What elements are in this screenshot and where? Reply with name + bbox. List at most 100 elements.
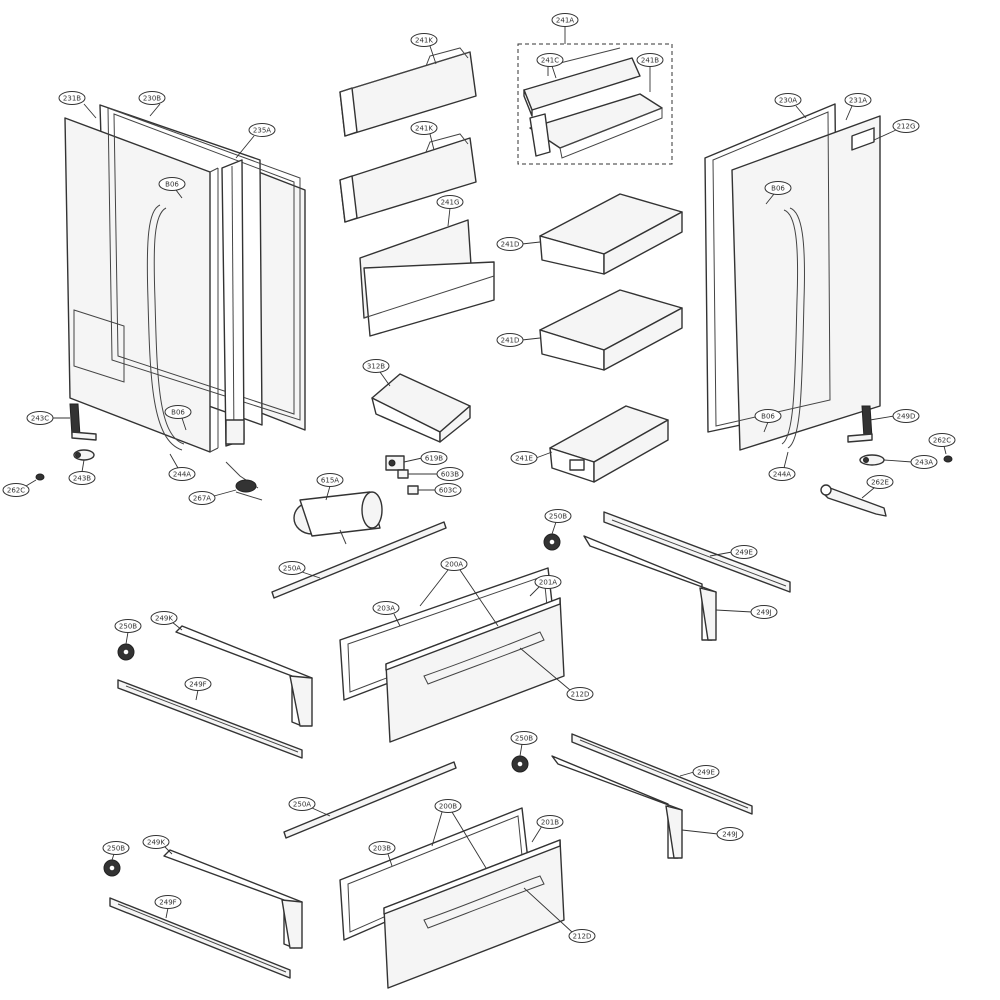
callout-label: 230B	[143, 95, 161, 103]
callout-c249E_a: 249E	[709, 545, 758, 559]
callout-c200A: 200A	[419, 557, 499, 627]
callout-c203B: 203B	[368, 841, 396, 867]
callout-label: 243C	[31, 415, 49, 423]
leader-line	[873, 129, 897, 141]
leader-line	[165, 907, 169, 919]
callout-oval	[420, 451, 448, 465]
bracket-249J-upper	[583, 535, 717, 641]
callout-c603C: 603C	[418, 483, 462, 497]
leader-line	[763, 421, 769, 433]
callout-oval	[568, 929, 596, 943]
callout-c615A: 615A	[316, 473, 344, 501]
leader-line	[311, 807, 331, 817]
leader-line	[81, 459, 85, 473]
callout-oval	[158, 177, 186, 191]
leader-line	[681, 829, 719, 835]
leader-line	[83, 103, 97, 119]
dashed-group-241A	[517, 43, 673, 165]
leader-line	[519, 743, 523, 757]
callout-oval	[716, 827, 744, 841]
bracket-249D	[847, 405, 873, 443]
leader-line	[429, 133, 435, 151]
leader-line	[943, 445, 947, 455]
ice-bucket-312B	[371, 373, 471, 443]
callout-oval	[534, 575, 562, 589]
callout-c212D_a: 212D	[519, 647, 594, 701]
callout-label: 250B	[107, 845, 125, 853]
callout-oval	[168, 467, 196, 481]
callout-label: 241D	[501, 241, 520, 249]
callout-c243B: 243B	[68, 459, 96, 485]
leader-line	[169, 453, 179, 469]
callout-label: B06	[171, 409, 185, 417]
callout-oval	[436, 195, 464, 209]
callout-c241K_a: 241K	[410, 33, 438, 65]
callout-c249D: 249D	[869, 409, 920, 423]
callout-label: 241A	[556, 17, 574, 25]
hinge-cap-243B	[73, 449, 95, 461]
callout-c806_d: B06	[754, 409, 782, 433]
callout-oval	[26, 411, 54, 425]
callout-oval	[368, 841, 396, 855]
leader-line	[149, 103, 161, 117]
leader-line	[447, 207, 451, 227]
callout-c249J_a: 249J	[715, 605, 778, 619]
leader-line	[25, 479, 37, 487]
callout-label: 201B	[541, 819, 559, 827]
bin-241B	[529, 93, 663, 159]
connector-603C	[407, 485, 419, 495]
callout-label: 203A	[377, 605, 395, 613]
callout-oval	[544, 509, 572, 523]
leader-line	[521, 337, 541, 341]
bin-241D-upper	[539, 193, 683, 275]
callout-oval	[114, 619, 142, 633]
callout-c249J_b: 249J	[681, 827, 744, 841]
callout-label: 249E	[697, 769, 715, 777]
callout-label: 203B	[373, 845, 391, 853]
callout-label: 249J	[756, 609, 771, 617]
leader-line	[393, 613, 401, 627]
callout-label: 249K	[155, 615, 173, 623]
leader-line	[519, 647, 571, 691]
callout-c262C_b: 262C	[928, 433, 956, 455]
callout-c603B: 603B	[408, 467, 464, 481]
leader-line	[125, 631, 129, 645]
callout-c241E: 241E	[510, 451, 553, 465]
callout-oval	[496, 237, 524, 251]
leader-line	[403, 457, 423, 463]
callout-c241D_b: 241D	[496, 333, 541, 347]
callout-c241D_a: 241D	[496, 237, 541, 251]
callout-c201B: 201B	[531, 815, 564, 843]
callout-oval	[362, 359, 390, 373]
mullion-235A	[221, 159, 245, 447]
callout-oval	[410, 33, 438, 47]
callout-c243C: 243C	[26, 411, 70, 425]
leader-line	[715, 609, 753, 613]
roller-250B-lower-left	[103, 859, 121, 877]
callout-c235A: 235A	[235, 123, 276, 159]
leader-line	[795, 105, 807, 119]
bracket-249J-lower	[551, 755, 683, 859]
callout-oval	[750, 605, 778, 619]
callout-label: 249D	[897, 413, 916, 421]
callout-c243A: 243A	[883, 455, 938, 469]
callout-c250A_a: 250A	[278, 561, 321, 579]
callout-oval	[551, 13, 579, 27]
leader-line	[325, 485, 331, 501]
callout-label: 241D	[501, 337, 520, 345]
callout-label: 231A	[849, 97, 867, 105]
callout-c249F_a: 249F	[184, 677, 212, 701]
callout-c250B_b: 250B	[114, 619, 142, 645]
callout-oval	[410, 121, 438, 135]
callout-oval	[288, 797, 316, 811]
hinge-267A	[225, 461, 263, 501]
rail-249E-upper	[603, 511, 791, 593]
callout-oval	[692, 765, 720, 779]
callout-label: 243B	[73, 475, 91, 483]
callout-label: 212G	[897, 123, 916, 131]
callout-oval	[768, 467, 796, 481]
callout-label: 241K	[415, 37, 433, 45]
bin-241E	[549, 405, 669, 483]
callout-label: 250A	[283, 565, 301, 573]
